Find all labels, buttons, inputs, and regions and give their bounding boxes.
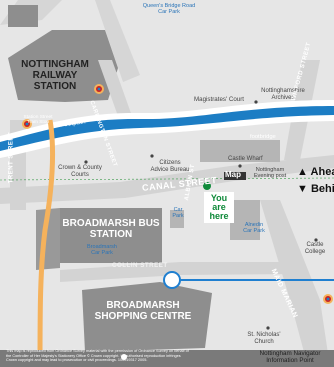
poi-dot bbox=[254, 100, 258, 104]
castle-college-label: Castle College bbox=[304, 242, 326, 255]
crown-county-courts-label: Crown & County Courts bbox=[58, 165, 102, 178]
copyright-notice: This map is reproduced from Ordnance Sur… bbox=[6, 349, 189, 363]
navigator-info-point-label: Nottingham Navigator Information Point bbox=[259, 350, 321, 364]
broadmarsh-bus-station-building bbox=[60, 208, 162, 263]
footer-strip bbox=[0, 350, 334, 367]
you-are-here-label: You are here bbox=[204, 192, 234, 223]
building bbox=[8, 5, 38, 27]
magistrates-court-label: Magistrates' Court bbox=[194, 96, 245, 103]
trent-street-label: TRENT STREET bbox=[8, 131, 15, 184]
poi-dot bbox=[150, 154, 154, 158]
building bbox=[200, 140, 280, 162]
broadmarsh-shopping-centre-label[interactable]: BROADMARSH SHOPPING CENTRE bbox=[94, 300, 192, 322]
canal-street-road bbox=[0, 155, 334, 204]
maid-marian-way-road bbox=[260, 200, 330, 367]
poi-dot bbox=[238, 164, 242, 168]
railway-station-label[interactable]: NOTTINGHAM RAILWAY STATION bbox=[21, 59, 89, 92]
station-street-tram-stop-label: Station Street Tram Stop bbox=[23, 115, 53, 126]
ahead-label: ▲ Ahead bbox=[297, 166, 334, 178]
broadmarsh-car-park-label: Broadmarsh Car Park bbox=[87, 244, 117, 257]
poi-dot bbox=[266, 326, 270, 330]
poi-dot bbox=[314, 238, 318, 242]
you-are-here-marker bbox=[203, 182, 211, 190]
broadmarsh-bus-station-label[interactable]: BROADMARSH BUS STATION bbox=[62, 218, 160, 240]
archives-label: Nottinghamshire Archives bbox=[261, 88, 305, 101]
citizens-advice-label: Citizens Advice Bureau bbox=[150, 160, 190, 173]
tram-stop-icon-navigator bbox=[323, 294, 333, 304]
car-park-label: Car Park bbox=[172, 207, 184, 220]
road-area bbox=[95, 0, 140, 82]
queens-bridge-car-park-label: Queen's Bridge Road Car Park bbox=[142, 3, 196, 16]
building bbox=[170, 210, 184, 228]
poi-dot bbox=[84, 160, 88, 164]
evening-post-label: Nottingham Evening post bbox=[253, 167, 287, 180]
st-nicholas-church-label: St. Nicholas' Church bbox=[247, 332, 281, 345]
footbridge-label: footbridge bbox=[250, 134, 276, 140]
canal-water bbox=[0, 106, 334, 151]
tram-line bbox=[37, 119, 55, 367]
info-point-icon bbox=[121, 354, 127, 360]
map-box-label: Map bbox=[225, 170, 241, 179]
behind-label: ▼ Behind bbox=[297, 183, 334, 195]
alnedin-car-park-label: Alnedin Car Park bbox=[243, 222, 265, 235]
collin-street-road bbox=[60, 262, 300, 282]
behind-text: Behind bbox=[310, 183, 334, 195]
map-box bbox=[224, 172, 246, 180]
ahead-text: Ahead bbox=[310, 166, 334, 178]
collin-street-label: COLLIN STREET bbox=[112, 262, 168, 269]
tram-stop-icon-railway bbox=[94, 84, 104, 94]
railway-station-building bbox=[8, 30, 118, 102]
building bbox=[230, 200, 260, 240]
route-start-marker[interactable] bbox=[163, 271, 181, 289]
castle-wharf-label: Castle Wharf bbox=[228, 156, 263, 162]
tram-stop-icon-station-street bbox=[22, 119, 32, 129]
broadmarsh-shopping-centre-building bbox=[82, 282, 212, 352]
